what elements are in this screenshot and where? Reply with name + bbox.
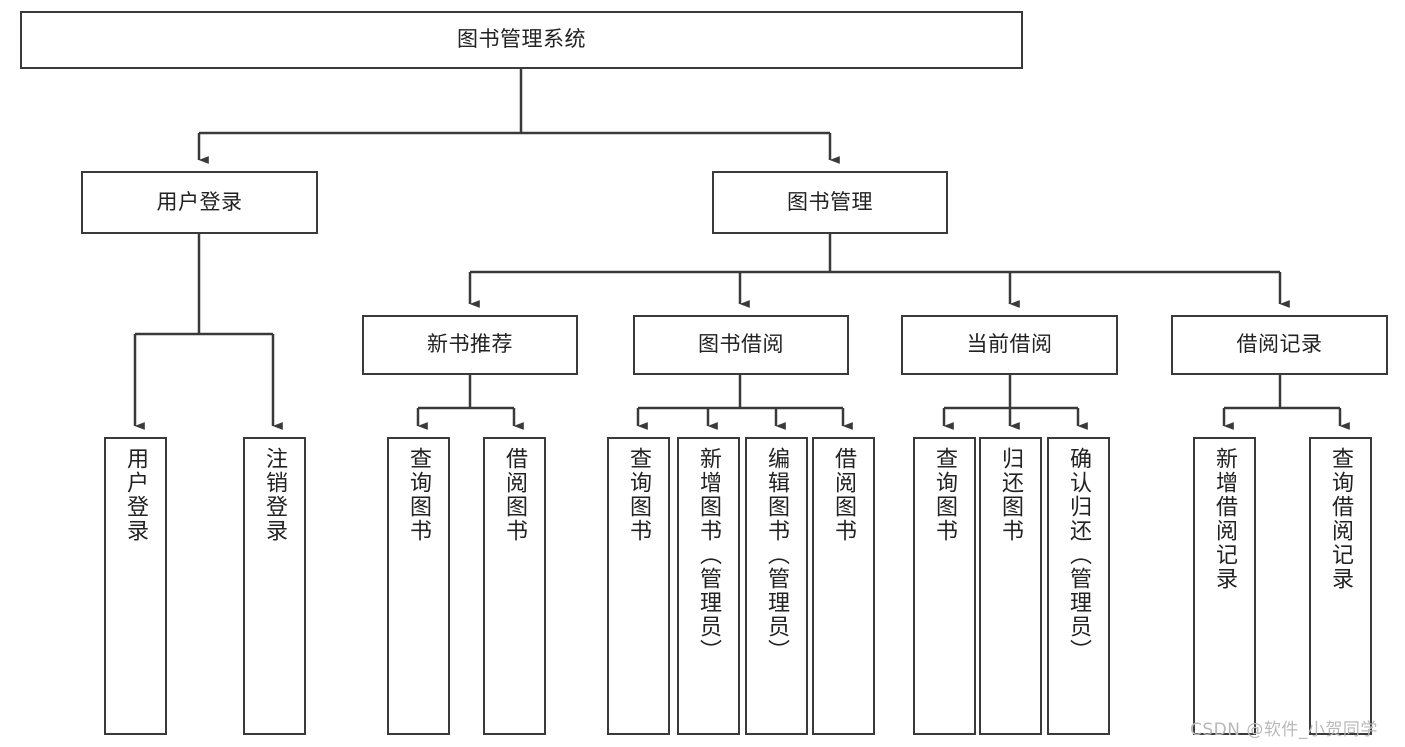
node-leaf-confirm-return[interactable]: 确认归还（管理员） [1047,437,1110,735]
node-leaf-borrow-book-1[interactable]: 借阅图书 [483,437,546,735]
node-leaf-add-record-label: 新增借阅记录 [1212,447,1238,591]
node-leaf-query-record[interactable]: 查询借阅记录 [1309,437,1372,735]
node-book-borrow-label: 图书借阅 [698,332,784,357]
node-leaf-edit-book-label: 编辑图书（管理员） [764,447,790,663]
node-leaf-edit-book[interactable]: 编辑图书（管理员） [745,437,808,735]
node-root-system[interactable]: 图书管理系统 [20,11,1023,69]
node-current-borrow-label: 当前借阅 [966,332,1053,357]
node-leaf-query-book-3-label: 查询图书 [932,447,958,543]
node-leaf-query-record-label: 查询借阅记录 [1328,447,1354,591]
node-leaf-return-book-label: 归还图书 [998,447,1024,543]
node-borrow-record-label: 借阅记录 [1236,332,1323,357]
node-new-book-recommend[interactable]: 新书推荐 [362,315,578,375]
node-user-login[interactable]: 用户登录 [81,171,318,234]
node-book-manage-label: 图书管理 [787,189,873,214]
node-leaf-query-book-1-label: 查询图书 [406,447,432,543]
node-leaf-query-book-3[interactable]: 查询图书 [913,437,976,735]
node-book-borrow[interactable]: 图书借阅 [633,315,849,375]
node-leaf-confirm-return-label: 确认归还（管理员） [1066,447,1092,663]
node-new-book-recommend-label: 新书推荐 [427,332,513,357]
node-user-login-label: 用户登录 [156,189,243,214]
node-leaf-user-login[interactable]: 用户登录 [104,437,167,735]
node-borrow-record[interactable]: 借阅记录 [1171,315,1388,375]
node-leaf-logout-login[interactable]: 注销登录 [243,437,306,735]
node-leaf-borrow-book-2[interactable]: 借阅图书 [812,437,875,735]
node-root-system-label: 图书管理系统 [457,27,586,52]
node-leaf-add-record[interactable]: 新增借阅记录 [1193,437,1256,735]
node-leaf-add-book-label: 新增图书（管理员） [696,447,722,663]
node-leaf-return-book[interactable]: 归还图书 [979,437,1042,735]
node-leaf-query-book-2[interactable]: 查询图书 [607,437,670,735]
node-book-manage[interactable]: 图书管理 [712,171,948,234]
node-leaf-logout-login-label: 注销登录 [262,447,288,543]
node-leaf-borrow-book-2-label: 借阅图书 [831,447,857,543]
node-leaf-query-book-1[interactable]: 查询图书 [387,437,450,735]
node-leaf-add-book[interactable]: 新增图书（管理员） [677,437,740,735]
node-leaf-user-login-label: 用户登录 [123,447,149,543]
node-leaf-borrow-book-1-label: 借阅图书 [502,447,528,543]
node-current-borrow[interactable]: 当前借阅 [901,315,1118,375]
node-leaf-query-book-2-label: 查询图书 [626,447,652,543]
